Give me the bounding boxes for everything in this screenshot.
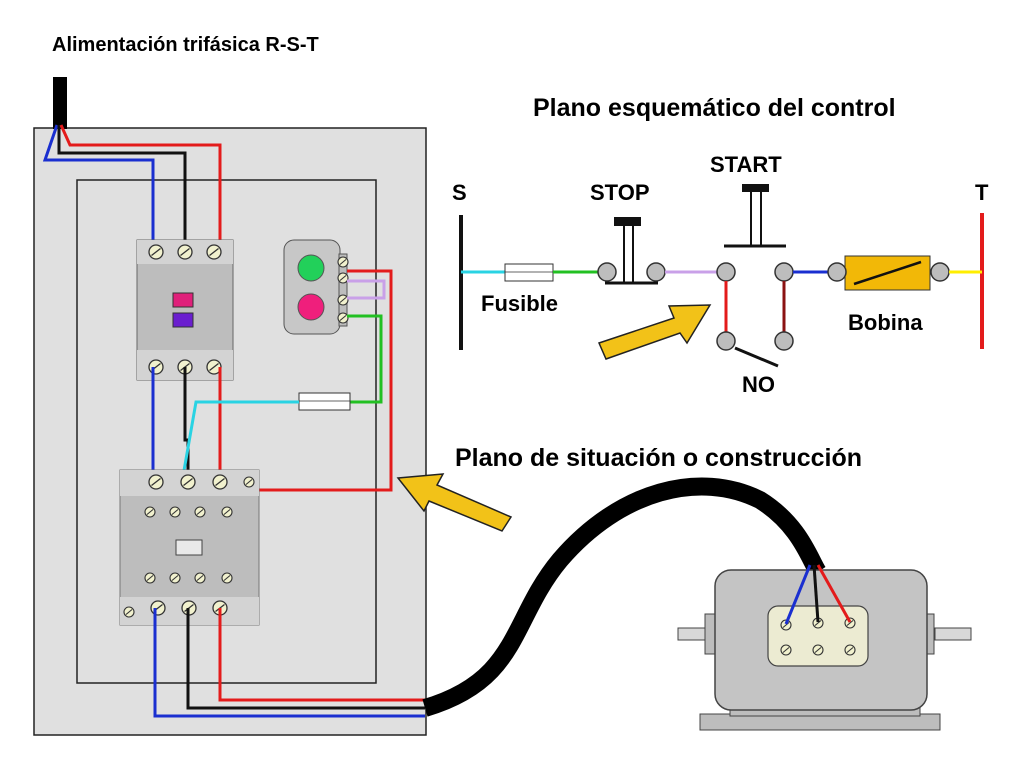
panel-fuse [298,392,351,411]
stop-button [597,217,666,285]
supply-cable [53,77,67,129]
motor-wire-t [812,564,820,623]
stop-label: STOP [590,180,650,205]
circuit-breaker [136,239,234,381]
contactor [119,469,260,626]
breaker-contactor-t [183,367,190,482]
no-contact-label: NO [742,372,775,397]
control-schematic-title: Plano esquemático del control [533,94,896,122]
supply-wire-t [57,125,187,248]
output-wire-r [218,608,425,702]
layout-plan-title: Plano de situación o construcción [455,444,863,472]
schematic-fuse [504,263,554,282]
fuse-wire-cyan [180,400,299,483]
push-button-station [283,239,349,335]
start-label: START [710,152,782,177]
motor-wire-r [816,564,852,623]
supply-wire-r [59,124,222,248]
coil-label: Bobina [848,310,923,335]
arrow-to-no-contact [597,304,712,360]
coil [827,255,950,291]
arrow-to-panel [396,473,513,532]
start-button [716,184,794,282]
phase-s-label: S [452,180,467,205]
phase-t-label: T [975,180,989,205]
motor-cable [422,477,826,717]
pushbutton-wire-green [347,314,383,404]
no-contact [716,281,794,368]
output-wire-t [186,608,425,710]
fuse-label: Fusible [481,291,559,316]
supply-wire-s [42,124,155,248]
output-wire-s [153,608,425,718]
electric-motor [677,569,972,731]
bridge-wire-lilac [347,279,386,300]
motor-wire-s [784,564,812,625]
supply-title: Alimentación trifásica R-S-T [52,34,319,56]
